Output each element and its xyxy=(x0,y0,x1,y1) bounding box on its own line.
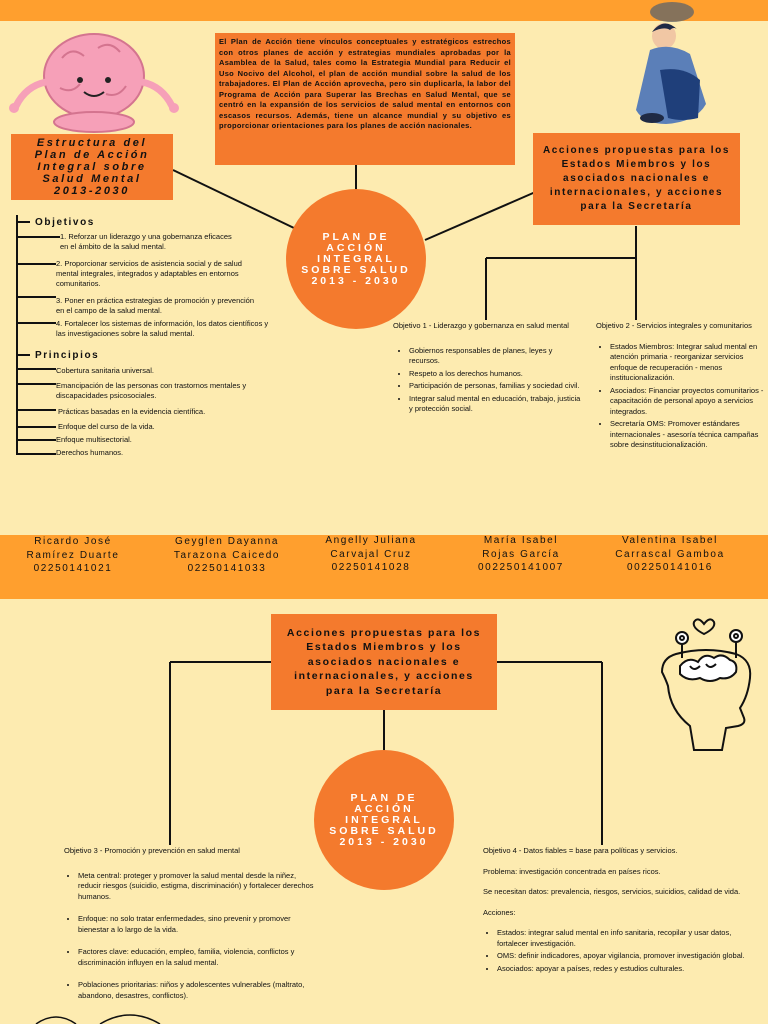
decorative-circles-icon xyxy=(35,1014,161,1024)
student-card: María Isabel Rojas García 002250141007 xyxy=(456,534,586,575)
obj2-item: Secretaría OMS: Promover estándares inte… xyxy=(610,419,764,451)
principio-item: Emancipación de las personas con trastor… xyxy=(56,381,247,400)
student-code: 02250141021 xyxy=(33,563,113,574)
objetivos-heading: Objetivos xyxy=(35,217,95,228)
circle-line: PLAN DE xyxy=(350,791,418,804)
student-name-first: Valentina Isabel xyxy=(621,535,719,546)
student-name-first: Angelly Juliana xyxy=(325,535,417,546)
obj3-item: Poblaciones prioritarias: niños y adoles… xyxy=(78,980,314,1001)
head-flowers-icon xyxy=(660,618,752,751)
obj4-item: Asociados: apoyar a países, redes y estu… xyxy=(497,964,758,975)
obj1-item: Gobiernos responsables de planes, leyes … xyxy=(409,346,583,367)
obj4-data-needs: Se necesitan datos: prevalencia, riesgos… xyxy=(483,887,741,896)
student-code: 02250141028 xyxy=(331,562,411,573)
student-name-last: Carvajal Cruz xyxy=(330,548,412,560)
circle-line: ACCIÓN xyxy=(354,802,414,815)
obj2-item: Estados Miembros: Integrar salud mental … xyxy=(610,342,764,384)
students-band xyxy=(0,535,768,599)
student-name-first: Geyglen Dayanna xyxy=(174,536,280,547)
plan-circle: PLAN DE ACCIÓN INTEGRAL SOBRE SALUD 2013… xyxy=(286,189,426,329)
circle-line: 2013 - 2030 xyxy=(339,835,429,848)
obj2-title: Objetivo 2 - Servicios integrales y comu… xyxy=(596,321,752,330)
obj4-title: Objetivo 4 - Datos fiables = base para p… xyxy=(483,846,678,855)
student-code: 02250141033 xyxy=(187,563,267,574)
intro-text-box: El Plan de Acción tiene vínculos concept… xyxy=(215,33,515,165)
structure-title: Estructura del Plan de Acción Integral s… xyxy=(34,137,150,197)
obj3-item: Factores clave: educación, empleo, famil… xyxy=(78,947,314,968)
obj3-item: Meta central: proteger y promover la sal… xyxy=(78,871,314,903)
obj3-item: Enfoque: no solo tratar enfermedades, si… xyxy=(78,914,314,935)
obj3-block: Objetivo 3 - Promoción y prevención en s… xyxy=(64,846,314,1003)
objetivo-item: 4. Fortalecer los sistemas de informació… xyxy=(56,319,269,338)
obj4-block: Objetivo 4 - Datos fiables = base para p… xyxy=(483,846,758,976)
obj1-item: Integrar salud mental en educación, trab… xyxy=(409,394,583,415)
principio-item: Enfoque del curso de la vida. xyxy=(58,422,155,431)
obj1-list: Gobiernos responsables de planes, leyes … xyxy=(393,346,583,415)
obj2-block: Objetivo 2 - Servicios integrales y comu… xyxy=(596,321,764,453)
principio-item: Derechos humanos. xyxy=(56,448,124,457)
intro-text: El Plan de Acción tiene vínculos concept… xyxy=(219,37,511,130)
circle-line: SOBRE SALUD xyxy=(301,263,411,276)
student-name-first: María Isabel xyxy=(483,535,559,546)
objetivo-item: 2. Proporcionar servicios de asistencia … xyxy=(56,259,242,288)
principio-item: Prácticas basadas en la evidencia cientí… xyxy=(58,407,206,416)
obj1-title: Objetivo 1 - Liderazgo y gobernanza en s… xyxy=(393,321,569,330)
acciones-box: Acciones propuestas para los Estados Mie… xyxy=(533,133,740,225)
obj1-item: Participación de personas, familias y so… xyxy=(409,381,583,392)
objetivo-item: 1. Reforzar un liderazgo y una gobernanz… xyxy=(60,232,232,251)
obj4-list: Estados: integrar salud mental en info s… xyxy=(483,928,758,974)
principio-item: Cobertura sanitaria universal. xyxy=(56,366,154,375)
principio-item: Enfoque multisectorial. xyxy=(56,435,132,444)
plan-circle-2: PLAN DE ACCIÓN INTEGRAL SOBRE SALUD 2013… xyxy=(314,750,454,890)
student-name-first: Ricardo José xyxy=(34,536,112,547)
student-code: 002250141007 xyxy=(478,562,564,573)
acciones-box-2: Acciones propuestas para los Estados Mie… xyxy=(271,614,497,710)
acciones-text: Acciones propuestas para los Estados Mie… xyxy=(542,145,731,212)
obj1-item: Respeto a los derechos humanos. xyxy=(409,369,583,380)
student-card: Geyglen Dayanna Tarazona Caicedo 0225014… xyxy=(160,535,294,576)
obj3-title: Objetivo 3 - Promoción y prevención en s… xyxy=(64,846,240,855)
sad-person-icon xyxy=(636,2,706,124)
objetivo-item: 3. Poner en práctica estrategias de prom… xyxy=(56,296,255,315)
obj4-item: Estados: integrar salud mental en info s… xyxy=(497,928,758,949)
student-card: Ricardo José Ramírez Duarte 02250141021 xyxy=(8,535,138,576)
circle-line: INTEGRAL xyxy=(317,252,395,265)
obj4-item: OMS: definir indicadores, apoyar vigilan… xyxy=(497,951,758,962)
student-name-last: Rojas García xyxy=(482,548,560,560)
obj2-item: Asociados: Financiar proyectos comunitar… xyxy=(610,386,764,418)
obj4-problem: Problema: investigación concentrada en p… xyxy=(483,866,661,876)
student-card: Angelly Juliana Carvajal Cruz 0225014102… xyxy=(306,534,436,575)
circle-line: SOBRE SALUD xyxy=(329,824,439,837)
obj4-actions-label: Acciones: xyxy=(483,907,516,917)
structure-title-box: Estructura del Plan de Acción Integral s… xyxy=(11,134,173,200)
student-code: 002250141016 xyxy=(627,562,713,573)
circle-line: ACCIÓN xyxy=(326,241,386,254)
student-card: Valentina Isabel Carrascal Gamboa 002250… xyxy=(600,534,740,575)
obj2-list: Estados Miembros: Integrar salud mental … xyxy=(596,342,764,451)
student-name-last: Carrascal Gamboa xyxy=(615,548,725,560)
acciones-text-2: Acciones propuestas para los Estados Mie… xyxy=(286,626,482,697)
student-name-last: Ramírez Duarte xyxy=(26,549,120,561)
top-band xyxy=(0,0,768,21)
student-name-last: Tarazona Caicedo xyxy=(173,549,281,561)
circle-line: 2013 - 2030 xyxy=(311,274,401,287)
obj1-block: Objetivo 1 - Liderazgo y gobernanza en s… xyxy=(393,321,583,417)
obj3-list: Meta central: proteger y promover la sal… xyxy=(64,871,314,1002)
circle-line: PLAN DE xyxy=(322,230,390,243)
meditating-brain-icon xyxy=(9,33,179,133)
circle-line: INTEGRAL xyxy=(345,813,423,826)
principios-heading: Principios xyxy=(35,350,100,361)
